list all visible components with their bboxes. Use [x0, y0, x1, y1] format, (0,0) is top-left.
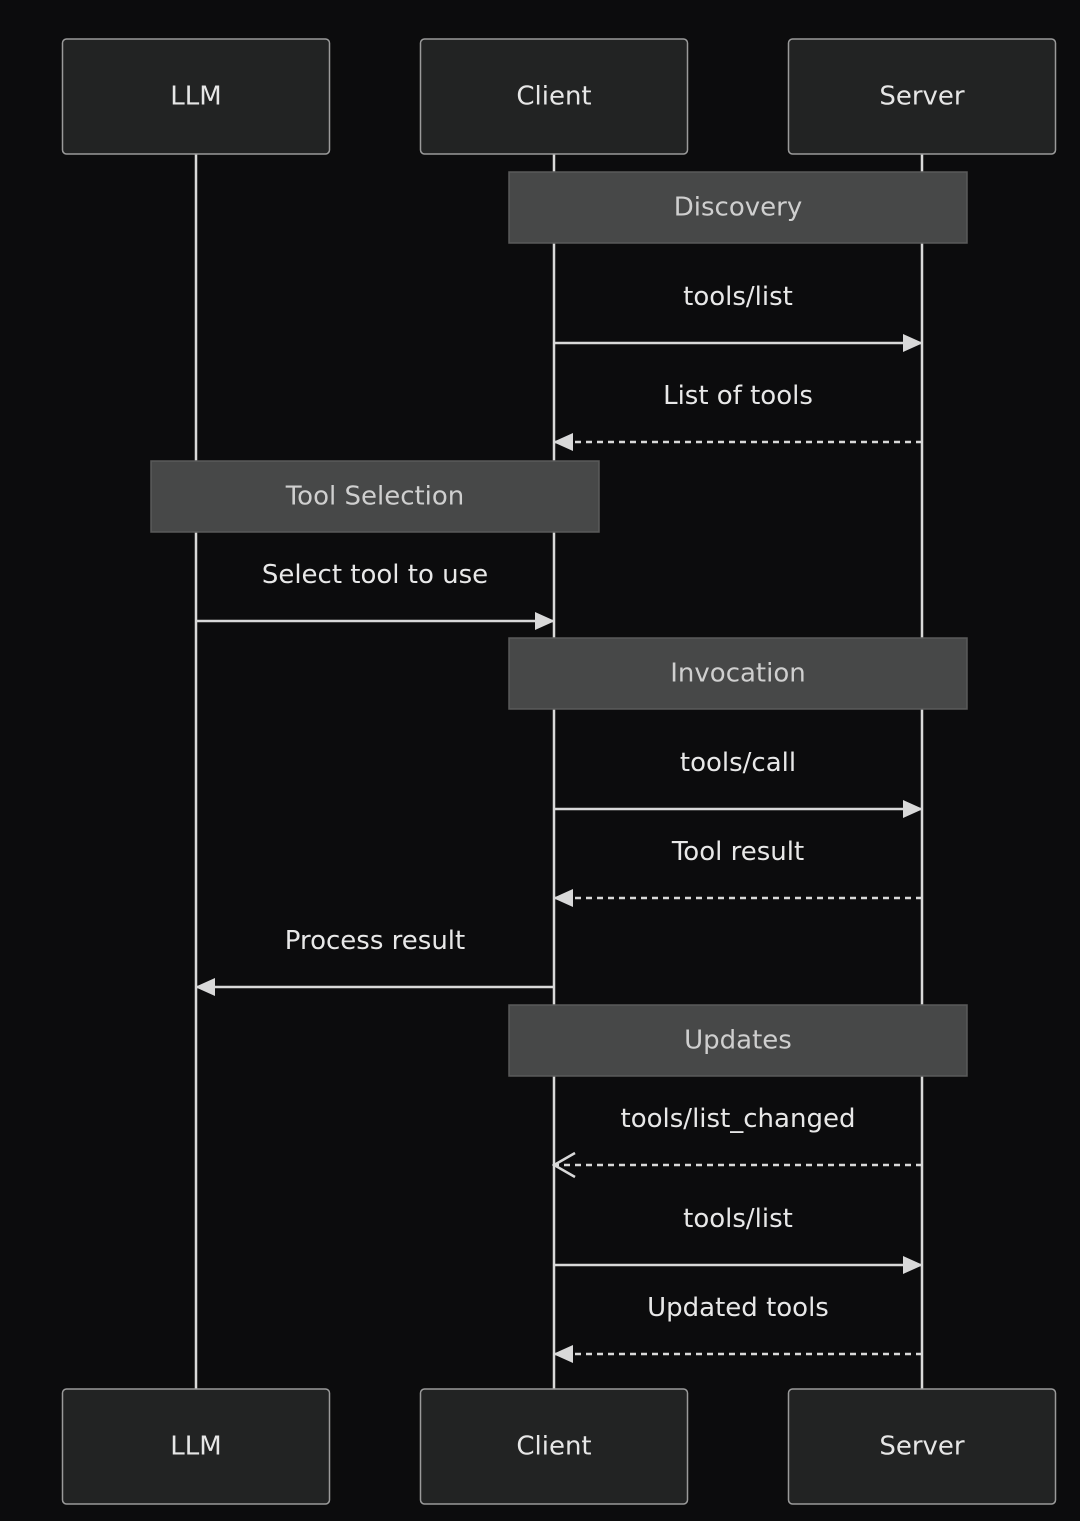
- participant-server-bottom: Server: [787, 1388, 1057, 1505]
- participant-label: LLM: [170, 82, 221, 112]
- message-label: Process result: [285, 926, 465, 956]
- message-updated-tools: Updated tools: [553, 1293, 922, 1363]
- message-tool-result: Tool result: [553, 837, 922, 907]
- message-tools-list: tools/list: [554, 1204, 923, 1274]
- section-band: [508, 171, 968, 244]
- section-band: [508, 637, 968, 710]
- participant-box: [419, 1388, 689, 1505]
- participant-box: [61, 1388, 331, 1505]
- section-tool-selection: Tool Selection: [150, 460, 600, 533]
- participant-server-top: Server: [787, 38, 1057, 155]
- message-tools-list: tools/list: [554, 282, 923, 352]
- message-label: List of tools: [663, 381, 813, 411]
- section-invocation: Invocation: [508, 637, 968, 710]
- participant-label: LLM: [170, 1432, 221, 1462]
- section-label: Discovery: [674, 193, 802, 223]
- participant-label: Server: [879, 82, 965, 112]
- participant-client-bottom: Client: [419, 1388, 689, 1505]
- message-tools-list-changed: tools/list_changed: [554, 1104, 922, 1165]
- message-list-of-tools: List of tools: [553, 381, 922, 451]
- section-label: Tool Selection: [285, 482, 465, 512]
- participant-label: Client: [516, 82, 591, 112]
- message-select-tool-to-use: Select tool to use: [196, 560, 555, 630]
- section-discovery: Discovery: [508, 171, 968, 244]
- participant-box: [787, 1388, 1057, 1505]
- lifelines: [194, 154, 924, 1389]
- message-label: Updated tools: [647, 1293, 829, 1323]
- participant-box: [787, 38, 1057, 155]
- participant-llm-bottom: LLM: [61, 1388, 331, 1505]
- message-process-result: Process result: [195, 926, 554, 996]
- message-label: tools/list_changed: [621, 1104, 856, 1134]
- participant-box: [61, 38, 331, 155]
- participant-box: [419, 38, 689, 155]
- message-tools-call: tools/call: [554, 748, 923, 818]
- participant-label: Server: [879, 1432, 965, 1462]
- section-updates: Updates: [508, 1004, 968, 1077]
- message-label: tools/call: [680, 748, 796, 778]
- section-label: Updates: [684, 1026, 792, 1056]
- section-label: Invocation: [670, 659, 805, 689]
- message-label: Tool result: [671, 837, 804, 867]
- section-band: [508, 1004, 968, 1077]
- participant-label: Client: [516, 1432, 591, 1462]
- message-label: Select tool to use: [262, 560, 488, 590]
- message-label: tools/list: [683, 282, 793, 312]
- participant-llm-top: LLM: [61, 38, 331, 155]
- participant-client-top: Client: [419, 38, 689, 155]
- message-label: tools/list: [683, 1204, 793, 1234]
- section-band: [150, 460, 600, 533]
